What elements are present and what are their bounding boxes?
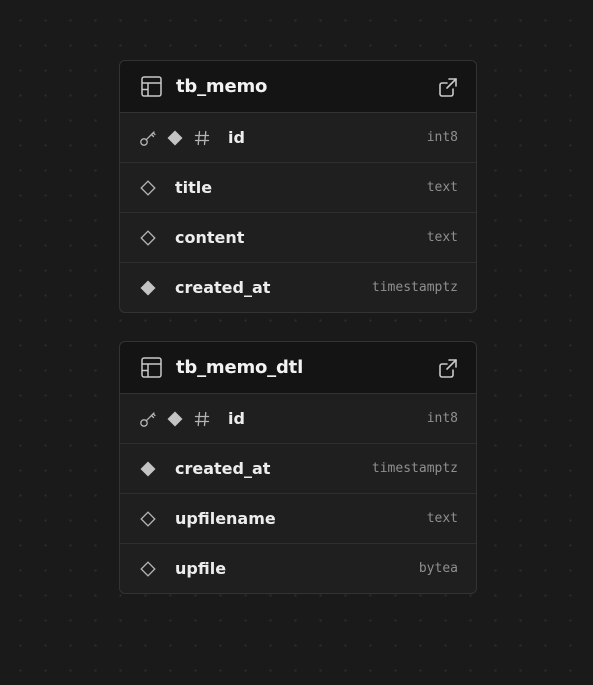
column-icons <box>139 410 229 428</box>
filled-diamond-icon <box>139 279 157 297</box>
column-icons <box>139 560 175 578</box>
outline-diamond-icon <box>139 560 157 578</box>
column-name: content <box>175 228 245 247</box>
hash-icon <box>193 410 211 428</box>
column-type: text <box>426 230 458 245</box>
column-icons <box>139 510 175 528</box>
column-row-upfile[interactable]: upfile bytea <box>120 544 476 593</box>
column-icons <box>139 129 229 147</box>
column-name: id <box>228 128 245 147</box>
column-icons <box>139 179 175 197</box>
column-icons <box>139 460 175 478</box>
table-card-tb-memo-dtl[interactable]: tb_memo_dtl <box>119 341 477 594</box>
column-row-upfilename[interactable]: upfilename text <box>120 494 476 544</box>
hash-icon <box>193 129 211 147</box>
filled-diamond-icon <box>166 129 184 147</box>
column-row-created-at[interactable]: created_at timestamptz <box>120 444 476 494</box>
column-icons <box>139 229 175 247</box>
column-type: timestamptz <box>371 280 458 295</box>
column-type: text <box>426 180 458 195</box>
column-name: created_at <box>175 278 271 297</box>
column-name: title <box>175 178 213 197</box>
column-name: upfile <box>175 559 227 578</box>
table-header: tb_memo <box>120 61 476 113</box>
filled-diamond-icon <box>166 410 184 428</box>
external-link-icon[interactable] <box>437 357 459 379</box>
column-type: timestamptz <box>371 461 458 476</box>
table-card-tb-memo[interactable]: tb_memo <box>119 60 477 313</box>
key-icon <box>139 410 157 428</box>
column-row-content[interactable]: content text <box>120 213 476 263</box>
column-row-id[interactable]: id int8 <box>120 394 476 444</box>
table-icon <box>140 75 163 98</box>
table-header: tb_memo_dtl <box>120 342 476 394</box>
filled-diamond-icon <box>139 460 157 478</box>
table-name: tb_memo <box>176 76 268 97</box>
column-row-created-at[interactable]: created_at timestamptz <box>120 263 476 312</box>
column-type: text <box>426 511 458 526</box>
column-row-id[interactable]: id int8 <box>120 113 476 163</box>
outline-diamond-icon <box>139 179 157 197</box>
column-type: int8 <box>426 411 458 426</box>
outline-diamond-icon <box>139 229 157 247</box>
column-row-title[interactable]: title text <box>120 163 476 213</box>
column-name: id <box>228 409 245 428</box>
column-name: upfilename <box>175 509 276 528</box>
key-icon <box>139 129 157 147</box>
column-type: bytea <box>418 561 458 576</box>
column-icons <box>139 279 175 297</box>
table-icon <box>140 356 163 379</box>
column-type: int8 <box>426 130 458 145</box>
outline-diamond-icon <box>139 510 157 528</box>
table-name: tb_memo_dtl <box>176 357 304 378</box>
column-name: created_at <box>175 459 271 478</box>
external-link-icon[interactable] <box>437 76 459 98</box>
